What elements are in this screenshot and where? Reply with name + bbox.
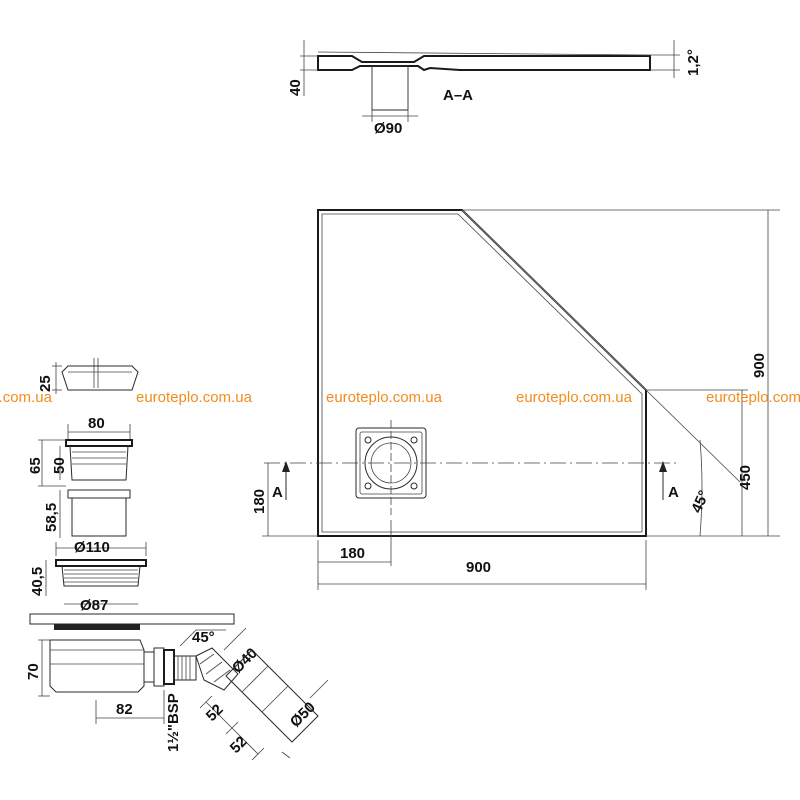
plan-view: A A 180 180 900 900 450 45° (251, 209, 780, 590)
plan-angle-label: 45° (688, 488, 713, 516)
grate-width-label: 80 (88, 415, 105, 432)
section-a-a: 40 1,2° A–A Ø90 (287, 40, 702, 137)
drain-offset-y-label: 180 (251, 489, 268, 514)
thread-spec-label: 1½"BSP (165, 693, 182, 752)
riser-height-label: 58,5 (43, 503, 60, 532)
pipe-dia-large-label: Ø50 (287, 699, 319, 731)
section-slope-label: 1,2° (685, 49, 702, 76)
section-title: A–A (443, 87, 473, 104)
drain-detail: 25 80 65 50 58,5 Ø110 40,5 (25, 358, 329, 761)
segment-2-label: 52 (227, 733, 251, 757)
watermark-3: euroteplo.com.ua (326, 389, 443, 406)
plan-width-label: 900 (466, 559, 491, 576)
watermark-1: euroteplo.com.ua (0, 389, 53, 406)
plan-height-label: 900 (751, 353, 768, 378)
thread-dia-label: Ø87 (80, 597, 108, 614)
section-drain-dia: Ø90 (374, 120, 402, 137)
section-mark-left: A (272, 484, 283, 501)
watermark-5: euroteplo.com.ua (706, 389, 800, 406)
drain-offset-x-label: 180 (340, 545, 365, 562)
outlet-length-label: 82 (116, 701, 133, 718)
bend-angle-label: 45° (192, 629, 215, 646)
watermarks: euroteplo.com.ua euroteplo.com.ua eurote… (0, 389, 800, 406)
grate-height-label: 25 (37, 375, 54, 392)
pipe-dia-small-label: Ø40 (229, 645, 261, 677)
section-mark-right: A (668, 484, 679, 501)
flange-dia-label: Ø110 (74, 539, 110, 556)
plan-half-height-label: 450 (737, 465, 754, 490)
watermark-2: euroteplo.com.ua (136, 389, 253, 406)
body-height-label: 50 (51, 457, 68, 474)
flange-height-label: 40,5 (29, 567, 46, 596)
body-total-height-label: 65 (27, 457, 44, 474)
section-height-label: 40 (287, 79, 304, 96)
trap-height-label: 70 (25, 663, 42, 680)
watermark-4: euroteplo.com.ua (516, 389, 633, 406)
segment-1-label: 52 (203, 701, 227, 725)
